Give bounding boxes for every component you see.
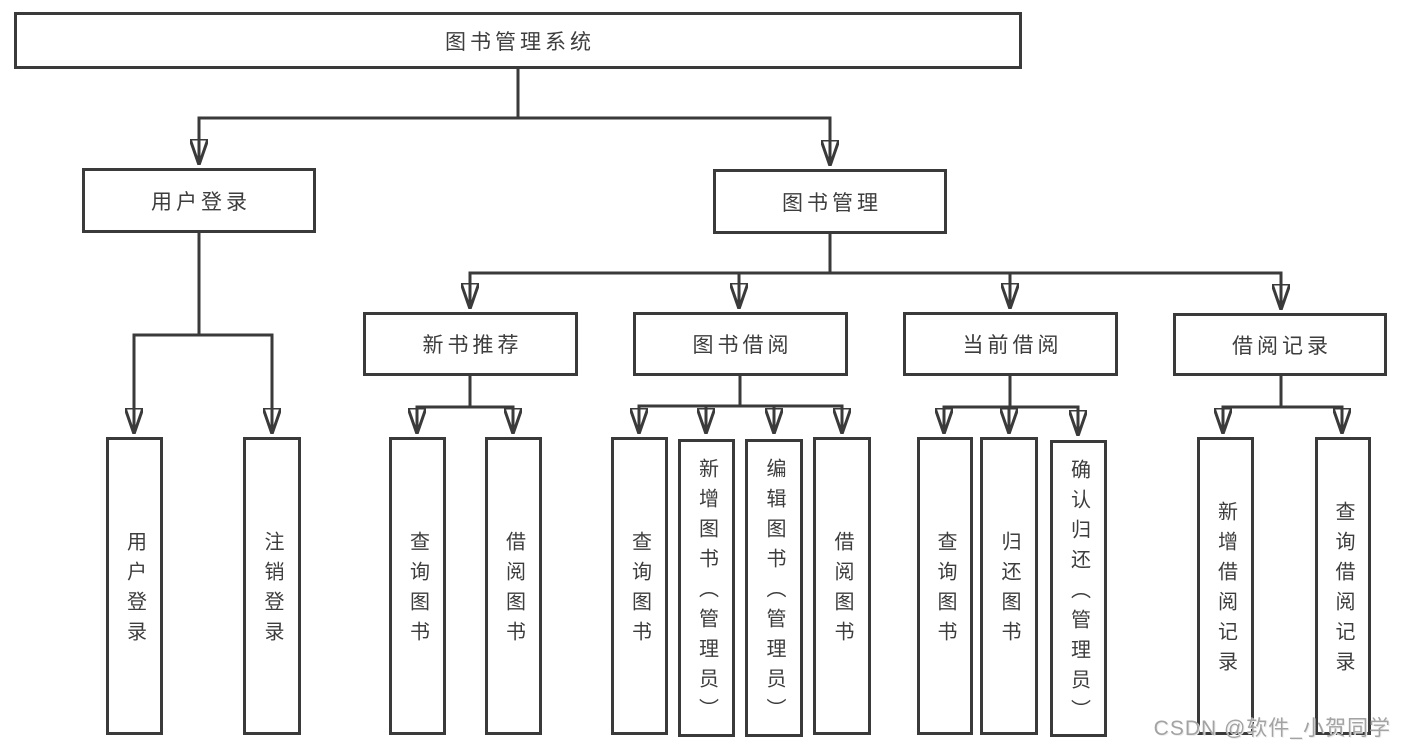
connector-user-login-to-leaves: [133, 233, 274, 434]
leaf-newbook-borrow-books-label: 借阅图书: [502, 531, 525, 651]
leaf-borrow-borrow-books-label: 借阅图书: [831, 531, 853, 651]
leaf-borrow-edit-books-admin: 编辑图书（管理员）: [745, 439, 803, 737]
leaf-user-login-label: 用户登录: [123, 531, 146, 651]
node-library-system: 图书管理系统: [14, 12, 1022, 69]
leaf-newbook-query-books: 查询图书: [389, 437, 446, 735]
node-current-borrow-label: 当前借阅: [962, 334, 1063, 357]
connector-root-to-level2: [198, 69, 832, 166]
leaf-borrow-add-books-admin-label: 新增图书（管理员）: [695, 458, 718, 728]
leaf-current-query-books-label: 查询图书: [934, 531, 956, 651]
connector-book-borrow-to-leaves: [638, 376, 844, 434]
node-book-borrow-label: 图书借阅: [692, 334, 793, 357]
leaf-borrow-query-books: 查询图书: [611, 437, 668, 735]
node-borrow-records-label: 借阅记录: [1232, 334, 1332, 358]
leaf-newbook-query-books-label: 查询图书: [406, 531, 429, 651]
connector-borrow-records-to-leaves: [1222, 376, 1344, 434]
leaf-records-add-borrow-record-label: 新增借阅记录: [1214, 501, 1237, 681]
node-current-borrow: 当前借阅: [903, 312, 1118, 376]
leaf-records-query-borrow-record: 查询借阅记录: [1315, 437, 1371, 735]
connector-book-management-to-level3: [469, 234, 1283, 310]
leaf-borrow-add-books-admin: 新增图书（管理员）: [678, 439, 735, 737]
leaf-records-query-borrow-record-label: 查询借阅记录: [1332, 501, 1354, 681]
node-borrow-records: 借阅记录: [1173, 313, 1387, 376]
leaf-records-add-borrow-record: 新增借阅记录: [1197, 437, 1254, 735]
node-new-book-recommend: 新书推荐: [363, 312, 578, 376]
node-new-book-recommend-label: 新书推荐: [422, 334, 523, 357]
connector-new-book-recommend-to-leaves: [416, 376, 515, 434]
leaf-current-confirm-return-admin: 确认归还（管理员）: [1050, 440, 1107, 737]
leaf-logout-label: 注销登录: [261, 531, 283, 651]
csdn-watermark: CSDN @软件_小贺同学: [1153, 717, 1391, 740]
leaf-logout: 注销登录: [243, 437, 301, 735]
leaf-borrow-query-books-label: 查询图书: [628, 531, 651, 651]
leaf-current-return-books-label: 归还图书: [998, 531, 1020, 651]
leaf-borrow-borrow-books: 借阅图书: [813, 437, 871, 735]
connector-current-borrow-to-leaves: [943, 376, 1080, 436]
node-user-login: 用户登录: [82, 168, 316, 233]
node-book-management-label: 图书管理: [782, 191, 882, 215]
leaf-current-confirm-return-admin-label: 确认归还（管理员）: [1067, 458, 1090, 729]
node-book-borrow: 图书借阅: [633, 312, 848, 376]
node-library-system-label: 图书管理系统: [445, 30, 595, 54]
leaf-user-login: 用户登录: [106, 437, 163, 735]
leaf-current-return-books: 归还图书: [980, 437, 1038, 735]
node-book-management: 图书管理: [713, 169, 947, 234]
leaf-current-query-books: 查询图书: [917, 437, 973, 735]
leaf-borrow-edit-books-admin-label: 编辑图书（管理员）: [763, 458, 785, 728]
node-user-login-label: 用户登录: [151, 190, 251, 214]
leaf-newbook-borrow-books: 借阅图书: [485, 437, 542, 735]
